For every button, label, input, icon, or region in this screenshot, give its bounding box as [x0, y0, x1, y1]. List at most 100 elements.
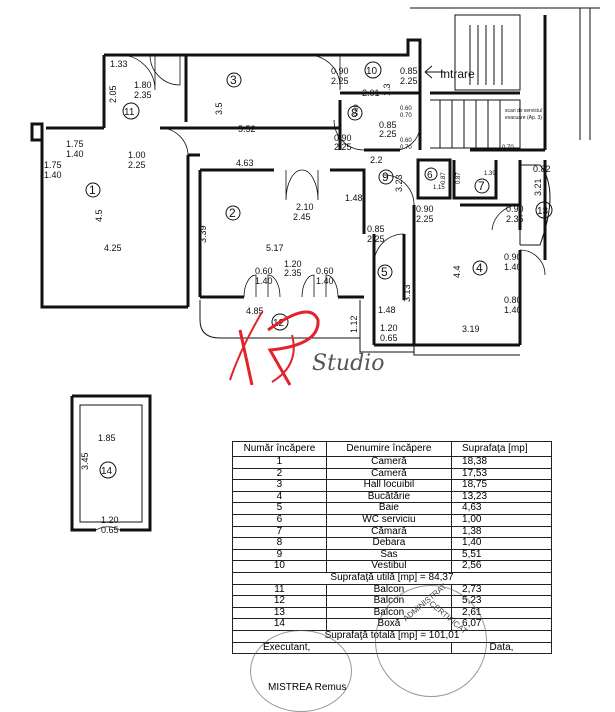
table-header-row: Număr încăpere Denumire încăpere Suprafa… [232, 441, 552, 457]
cell: Cameră [325, 467, 453, 481]
cell: 4 [232, 490, 327, 504]
dim-label: 0.87 [456, 172, 462, 184]
room-number: 11 [124, 107, 135, 118]
cell: Bucătărie [325, 490, 453, 504]
dim-label: 1.39 [484, 171, 496, 177]
room-number: 1 [89, 183, 96, 197]
stair-note: evacuare (Ap. 3) [505, 115, 542, 121]
dim-label: 2.05 [108, 85, 118, 103]
dim-label: 2.2 [370, 155, 383, 165]
dim-label: 4.85 [246, 306, 264, 316]
dim-label: 2.35 [134, 90, 152, 100]
dim-label: 0.90 [331, 66, 349, 76]
dim-label: 1.3 [382, 83, 392, 96]
entrance-label: Intrare [440, 67, 475, 81]
watermark-text: Studio [312, 351, 384, 376]
staircase [410, 7, 600, 149]
dim-label: 1.80 [134, 80, 152, 90]
room-number: 9 [382, 170, 389, 184]
walls [30, 15, 551, 356]
dim-label: 0.87 [441, 172, 447, 184]
dim-label: 3.23 [394, 174, 404, 192]
cell: 1,38 [451, 525, 552, 539]
dim-label: 0.90 [416, 204, 434, 214]
dim-label: 1.40 [255, 276, 273, 286]
dim-label: 0.60 [316, 266, 334, 276]
dim-label: 2.45 [293, 212, 311, 222]
dim-label: 3.45 [80, 452, 90, 470]
dim-label: 2.25 [331, 76, 349, 86]
dim-label: 2.25 [379, 129, 397, 139]
dim-label: 1.85 [98, 433, 116, 443]
dim-label: 4.5 [94, 209, 104, 222]
cell: Cămară [325, 525, 453, 539]
dim-label: 0.90 [504, 252, 522, 262]
cell: 6 [232, 513, 327, 527]
dim-label: 5.52 [238, 124, 256, 134]
dim-label: 4.25 [104, 243, 122, 253]
storage-box-14: 1.85 3.45 1.20 0.65 [70, 394, 152, 535]
cell: Hall locuibil [325, 479, 453, 492]
dim-label: 0.60 [400, 138, 412, 144]
dim-label: 3.5 [214, 102, 224, 115]
dim-label: 0.70 [400, 113, 412, 119]
cell: 1,00 [451, 513, 552, 527]
room-number: 6 [427, 170, 433, 181]
cell: 10 [232, 560, 327, 573]
dim-label: 0.70 [502, 145, 514, 151]
dim-label: 2.25 [400, 76, 418, 86]
dim-label: 1.00 [128, 150, 146, 160]
stamp-left [250, 630, 352, 712]
doors [119, 54, 546, 298]
cell: 8 [232, 537, 327, 550]
room-number: 3 [230, 73, 237, 87]
cell: WC serviciu [325, 513, 453, 527]
header-room-name: Denumire încăpere [325, 441, 453, 457]
dim-label: 0.90 [334, 133, 352, 143]
useful-area-row: Suprafaţă utilă [mp] = 84,37 [232, 571, 552, 585]
room-number: 8 [351, 106, 358, 120]
dim-label: 0.60 [255, 266, 273, 276]
dim-label: 0.65 [380, 333, 398, 343]
dim-label: 3.13 [402, 284, 412, 302]
cell: Debara [325, 537, 453, 550]
dim-label: 2.35 [284, 268, 302, 278]
cell: Sas [325, 548, 453, 562]
dim-label: 1.12 [349, 315, 359, 333]
cell: 11 [232, 583, 327, 597]
dim-label: 1.40 [66, 149, 84, 159]
cell: 5,51 [451, 548, 552, 562]
dim-label: 2.35 [506, 214, 524, 224]
cell: 2,56 [451, 560, 552, 573]
room-number: 2 [229, 206, 236, 220]
dim-label: 2.25 [367, 234, 385, 244]
dim-label: 4.4 [452, 265, 462, 278]
dim-label: 2.10 [296, 202, 314, 212]
cell: 1,40 [451, 537, 552, 550]
dim-label: 1.20 [380, 323, 398, 333]
dim-label: 0.85 [379, 120, 397, 130]
cell: 4,63 [451, 502, 552, 515]
cell: 2 [232, 467, 327, 481]
dim-label: 1.40 [504, 305, 522, 315]
dimension-labels: 1.33 1.80 2.35 2.05 3.5 5.52 1.75 1.40 1… [44, 59, 551, 343]
dim-label: 1.48 [345, 193, 363, 203]
room-number: 14 [101, 466, 113, 477]
dim-label: 1.33 [110, 59, 128, 69]
cell: 13 [232, 606, 327, 620]
dim-label: 2.25 [128, 160, 146, 170]
cell: 2,73 [451, 583, 552, 597]
useful-area-total: Suprafaţă utilă [mp] = 84,37 [232, 571, 552, 585]
room-number: 5 [381, 265, 388, 279]
cell: 12 [232, 595, 327, 608]
dim-label: 5.17 [266, 243, 284, 253]
dim-label: 0.60 [400, 106, 412, 112]
